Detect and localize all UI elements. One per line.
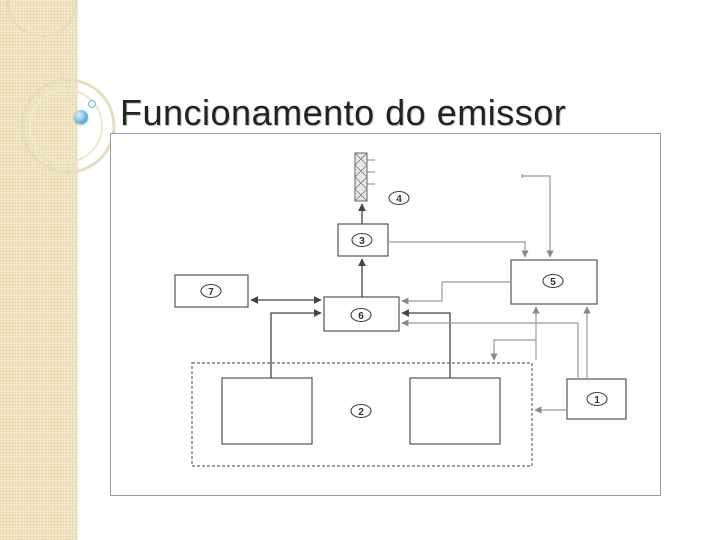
svg-text:7: 7 bbox=[208, 287, 214, 298]
label-4: 4 bbox=[388, 190, 410, 206]
label-2: 2 bbox=[350, 403, 372, 419]
wire-2left-to-6 bbox=[270, 309, 322, 378]
svg-text:4: 4 bbox=[396, 194, 402, 205]
block-2-right-unit bbox=[409, 377, 501, 445]
svg-text:3: 3 bbox=[359, 236, 365, 247]
svg-text:6: 6 bbox=[358, 311, 364, 322]
label-5: 5 bbox=[542, 273, 564, 289]
label-6: 6 bbox=[350, 307, 372, 323]
wire-2right-to-6 bbox=[401, 309, 451, 378]
wire-5-to-6 bbox=[401, 281, 511, 305]
decorative-circles bbox=[6, 0, 116, 174]
slide-title: Funcionamento do emissor bbox=[120, 92, 567, 133]
block-4-emitter bbox=[354, 152, 375, 202]
label-7: 7 bbox=[200, 283, 222, 299]
bullet-ring-icon bbox=[88, 100, 96, 108]
wire-5-to-2 bbox=[490, 339, 537, 361]
svg-text:2: 2 bbox=[358, 407, 364, 418]
block-2-enclosure bbox=[191, 362, 533, 467]
label-3: 3 bbox=[351, 232, 373, 248]
label-1: 1 bbox=[586, 391, 608, 407]
wire-3-to-5 bbox=[388, 241, 529, 258]
block-2-left-unit bbox=[221, 377, 313, 445]
svg-text:5: 5 bbox=[550, 277, 556, 288]
svg-text:1: 1 bbox=[594, 395, 600, 406]
bullet-icon bbox=[74, 110, 88, 124]
wire-input-to-5 bbox=[522, 175, 554, 258]
